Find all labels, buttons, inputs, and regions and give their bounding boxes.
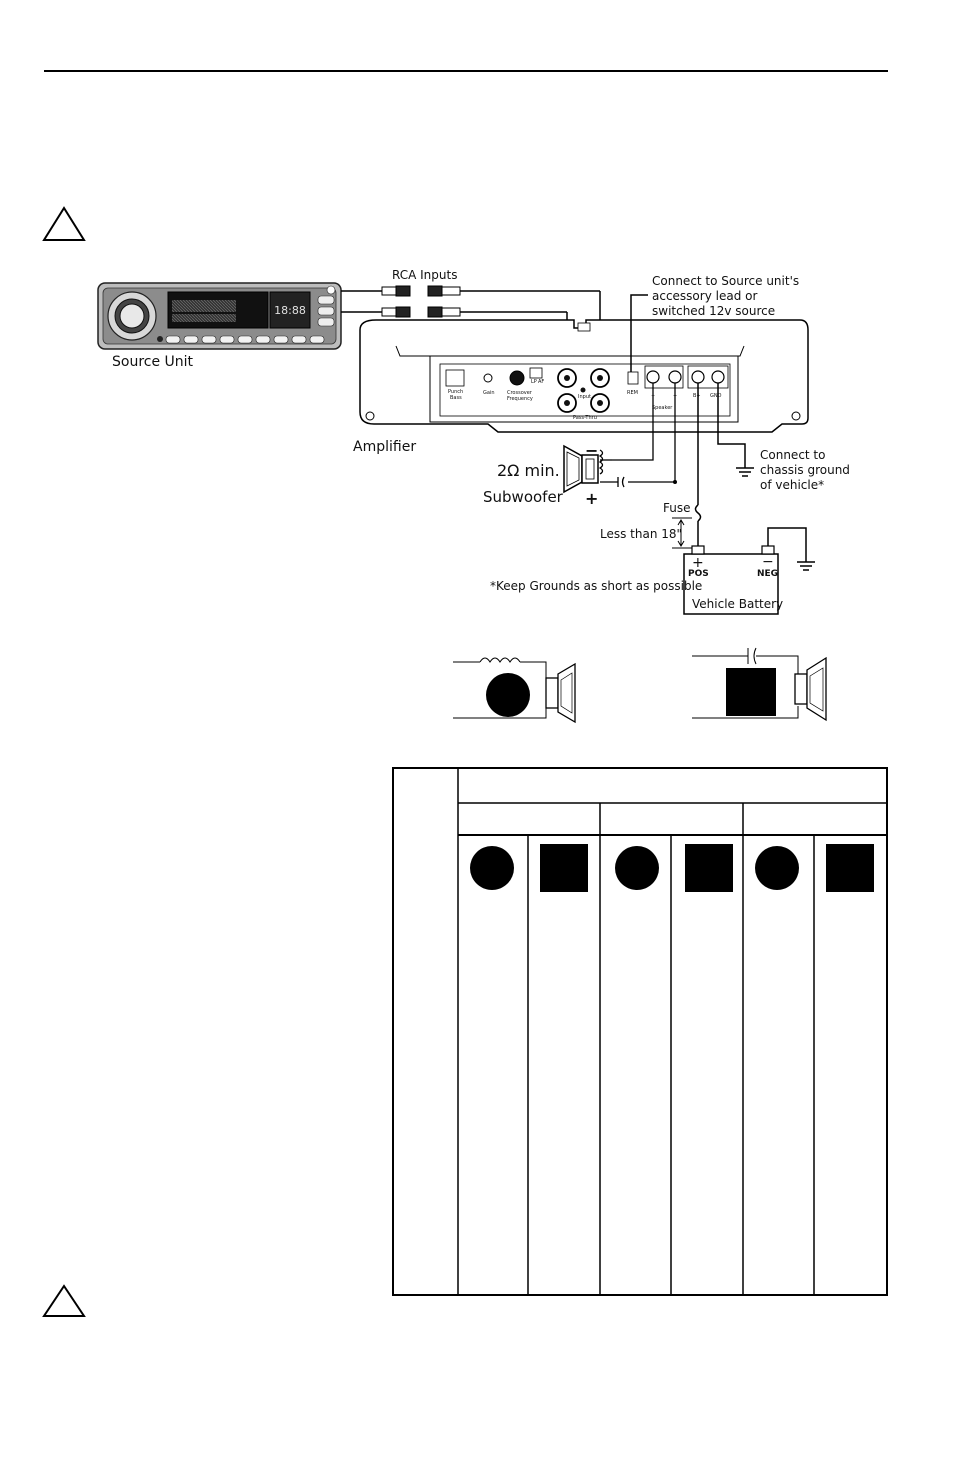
source-unit-illustration: 18:88 <box>97 282 342 350</box>
table-header-symbols <box>470 844 874 892</box>
inductor-symbol-figure <box>453 657 576 724</box>
fuse-distance-label: Less than 18" <box>600 527 682 541</box>
amp-crossover-label-2: Frequency <box>507 396 533 402</box>
table-inductor-symbol-2 <box>615 846 659 890</box>
remote-note-line-3: switched 12v source <box>652 304 775 318</box>
amp-speaker-label: Speaker <box>652 405 673 411</box>
ground-note-line-3: of vehicle* <box>760 478 824 492</box>
amp-af-label: AF <box>538 379 544 385</box>
amp-gain-label: Gain <box>483 390 495 396</box>
battery-neg-label: NEG <box>757 569 778 579</box>
amp-pass-thru-label: Pass-Thru <box>573 415 597 421</box>
table-capacitor-symbol-1 <box>540 844 588 892</box>
crossover-table <box>392 767 888 1296</box>
amp-bplus-label: B+ <box>693 393 701 399</box>
amp-lp-label: LP <box>531 379 537 385</box>
ground-note-line-2: chassis ground <box>760 463 850 477</box>
battery-pos-label: POS <box>688 569 709 579</box>
remote-note-line-2: accessory lead or <box>652 289 757 303</box>
subwoofer-minus: − <box>585 441 598 460</box>
impedance-label: 2Ω min. <box>497 461 560 480</box>
amp-punch-bass-label-2: Bass <box>450 395 462 401</box>
ground-note-line-1: Connect to <box>760 448 825 462</box>
subwoofer-plus: + <box>585 489 598 508</box>
amp-input-label: Input <box>578 394 591 400</box>
capacitor-symbol-figure <box>692 647 827 722</box>
amp-punch-bass-label: Punch <box>448 389 463 395</box>
amplifier-label: Amplifier <box>353 439 416 455</box>
source-display-clock: 18:88 <box>274 304 306 317</box>
ground-wire <box>717 383 754 477</box>
battery-illustration <box>683 545 779 615</box>
subwoofer-label: Subwoofer <box>483 488 564 506</box>
fuse-distance-marker <box>672 517 692 549</box>
warning-icon <box>42 206 86 241</box>
table-capacitor-symbol-2 <box>685 844 733 892</box>
source-unit-label: Source Unit <box>112 354 194 370</box>
battery-neg-sign: − <box>762 554 774 570</box>
rca-inputs-label: RCA Inputs <box>392 268 457 282</box>
battery-ground-wire <box>767 527 815 571</box>
amplifier-illustration <box>359 319 809 433</box>
battery-pos-sign: + <box>692 555 704 571</box>
remote-note-line-1: Connect to Source unit's <box>652 274 799 288</box>
warning-icon-bottom <box>42 1284 86 1317</box>
subwoofer-speaker-icon <box>563 444 599 494</box>
battery-label: Vehicle Battery <box>692 597 783 611</box>
fuse-label: Fuse <box>663 501 691 515</box>
grounds-note: *Keep Grounds as short as possible <box>490 579 702 593</box>
table-capacitor-symbol-3 <box>826 844 874 892</box>
power-wire <box>694 383 702 548</box>
amp-crossover-label: Crossover <box>507 390 533 396</box>
table-inductor-symbol-3 <box>755 846 799 890</box>
amp-rem-label: REM <box>627 390 638 396</box>
remote-wire <box>630 294 648 372</box>
amp-gnd-label: GND <box>710 393 722 399</box>
table-inductor-symbol-1 <box>470 846 514 890</box>
